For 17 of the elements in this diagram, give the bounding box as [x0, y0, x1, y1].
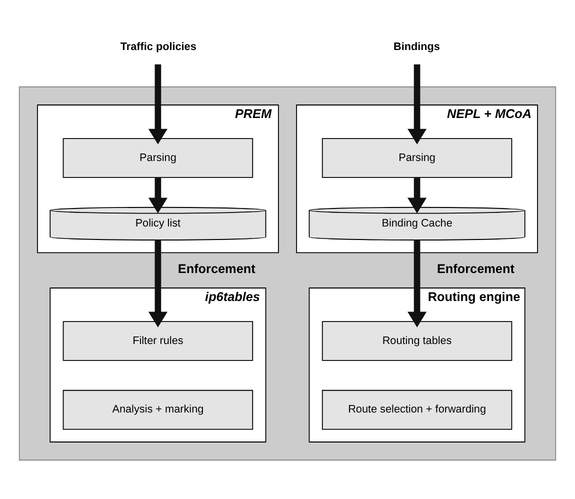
- node-box: Analysis + marking: [62, 390, 254, 430]
- arrow: [408, 178, 427, 214]
- node-box: Parsing: [322, 138, 512, 178]
- arrow: [148, 64, 168, 144]
- node-box: Filter rules: [62, 321, 254, 361]
- cluster: [18, 86, 556, 461]
- node-box: Route selection + forwarding: [322, 390, 512, 430]
- node-box: Routing tables: [322, 321, 512, 361]
- arrow: [408, 64, 427, 144]
- node-text: Bindings: [393, 40, 440, 53]
- edge-label: Enforcement: [178, 262, 256, 276]
- edge-label: Enforcement: [436, 262, 514, 276]
- arrow: [408, 240, 427, 328]
- node-text: Traffic policies: [120, 40, 196, 53]
- arrow: [148, 178, 168, 214]
- arrow: [148, 240, 168, 328]
- node-box: Parsing: [62, 138, 254, 178]
